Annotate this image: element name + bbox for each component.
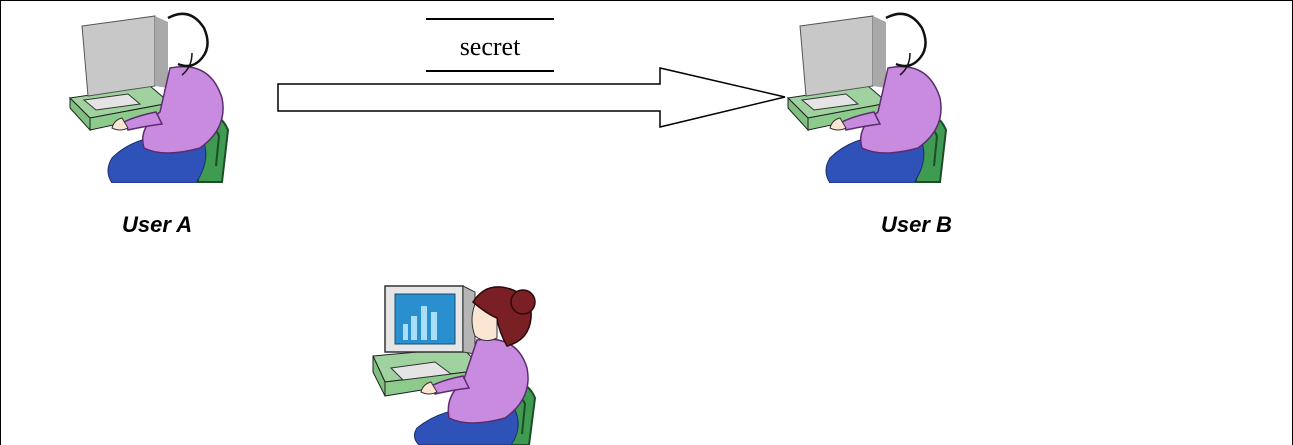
user-b-computer-icon <box>786 12 948 183</box>
secret-bottom-line <box>426 70 554 72</box>
secret-top-line <box>426 18 554 20</box>
eavesdropper-computer-icon <box>372 285 537 445</box>
user-b-label: User B <box>881 212 952 237</box>
transmission-arrow <box>277 67 786 128</box>
secret-message-label: secret <box>420 14 560 76</box>
secret-text: secret <box>459 32 521 61</box>
user-a-computer-icon <box>68 12 230 183</box>
user-a-label: User A <box>122 212 193 237</box>
